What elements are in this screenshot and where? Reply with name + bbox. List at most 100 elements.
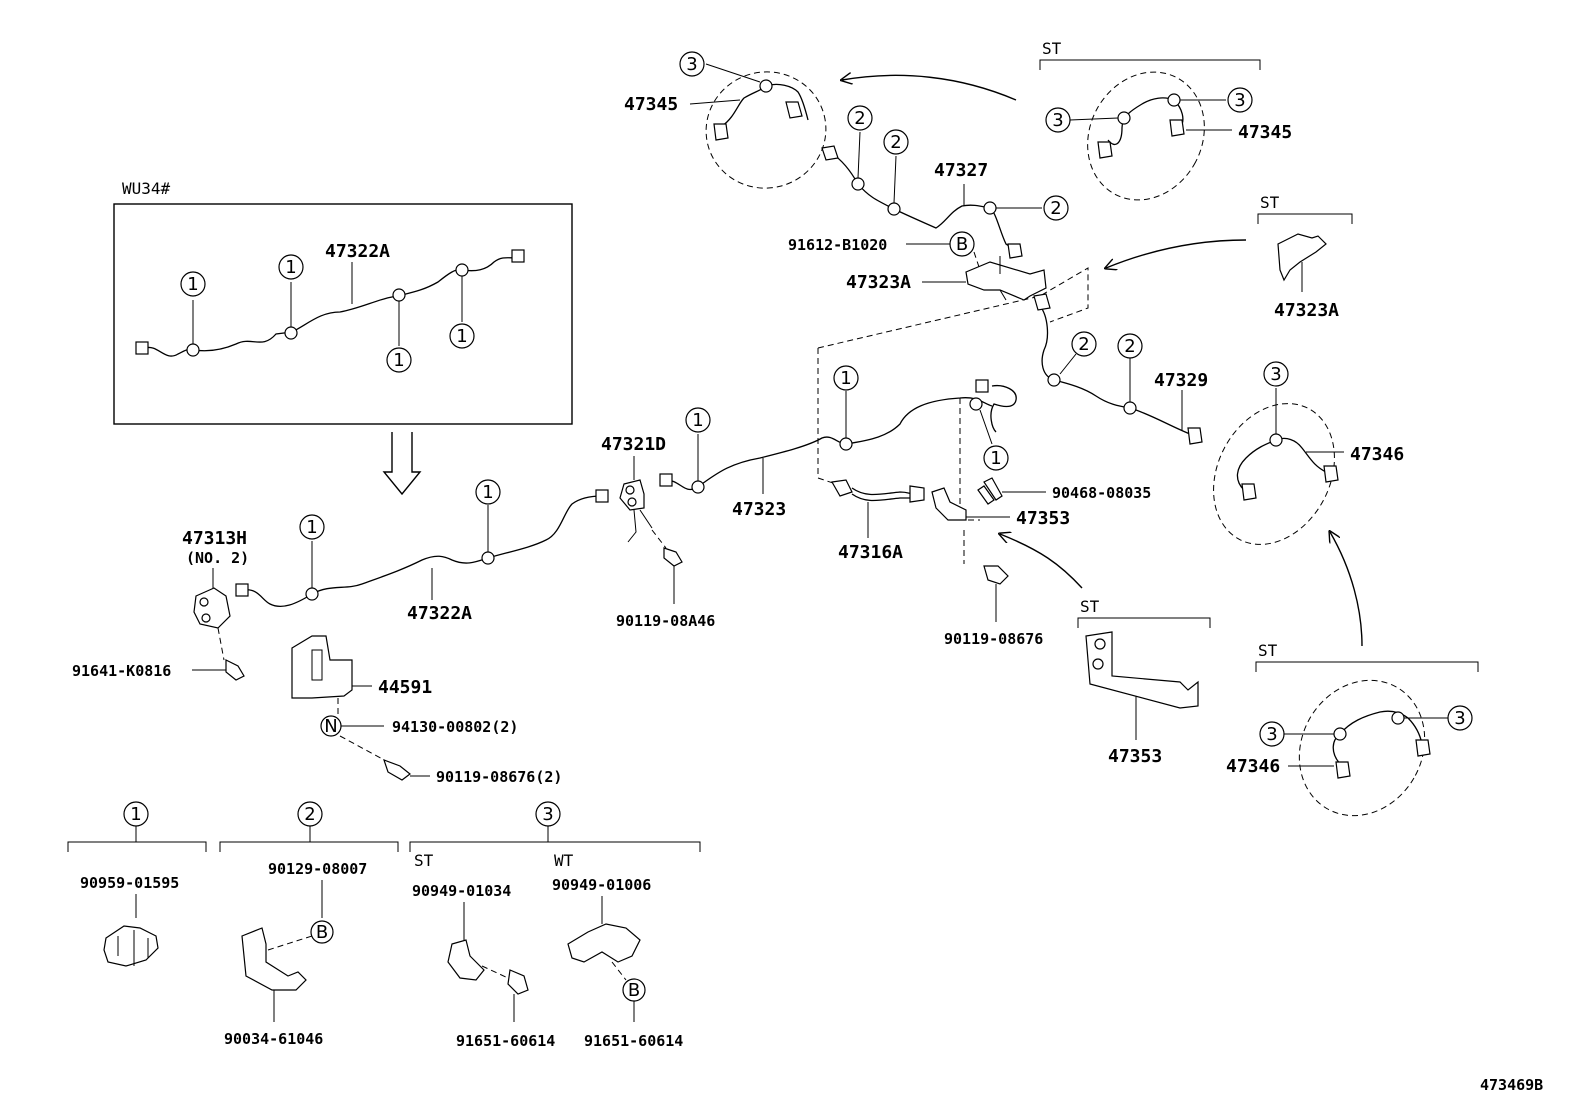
part-number-47353: 47353 [1016, 508, 1070, 529]
variant-st: ST [1260, 193, 1280, 212]
clip-90468: 90468-08035 [977, 477, 1151, 505]
tube-47322a: 1 1 47322A [235, 479, 609, 624]
circle-marker-2: 2 [883, 129, 909, 155]
svg-text:2: 2 [1078, 334, 1089, 355]
st-detail-47353: ST 47353 [1077, 597, 1211, 767]
circle-marker-3: 3 [1045, 107, 1071, 133]
svg-text:1: 1 [990, 448, 1001, 469]
svg-text:1: 1 [306, 517, 317, 538]
svg-text:3: 3 [542, 804, 553, 825]
bolt-91612: 91612-B1020 B [788, 231, 981, 271]
bolt-icon [507, 969, 529, 995]
circle-marker-1: 1 [278, 254, 304, 280]
circle-marker-1: 1 [983, 445, 1009, 471]
svg-text:B: B [316, 922, 328, 943]
tube-end-loop: 1 [969, 379, 1017, 471]
inset-wu34: WU34# 1 1 1 1 47322A [113, 179, 573, 425]
legend-90129-08007: 90129-08007 [268, 860, 367, 878]
tube-47329: 2 2 47329 [1033, 293, 1208, 445]
circle-marker-2: 2 [1071, 331, 1097, 357]
svg-text:3: 3 [1270, 364, 1281, 385]
svg-text:1: 1 [456, 326, 467, 347]
dashed-guide [959, 398, 980, 521]
bracket-47353: 47353 90119-08676 [931, 487, 1070, 648]
inset-clip-point [455, 263, 469, 277]
circle-marker-3: 3 [1263, 361, 1289, 387]
clip-point [1391, 711, 1405, 725]
part-number-47323a: 47323A [846, 272, 911, 293]
clip-st-icon [447, 939, 485, 981]
part-number-47345-left: 47345 [624, 94, 678, 115]
joint-47313h: 47313H (NO. 2) 91641-K0816 [72, 528, 249, 681]
circle-marker-3: 3 [535, 801, 561, 827]
part-number-90119-08a46: 90119-08A46 [616, 612, 715, 630]
tube-fitting [975, 379, 989, 393]
circle-marker-3: 3 [1227, 87, 1253, 113]
inset-clip-point [186, 343, 200, 357]
svg-text:2: 2 [890, 132, 901, 153]
pointer-arrow-icon [1000, 534, 1083, 589]
inset-clip-point [392, 288, 406, 302]
part-number-47323: 47323 [732, 499, 786, 520]
part-number-90119-08676: 90119-08676 [944, 630, 1043, 648]
joint-body [193, 587, 231, 629]
joint-47323a: 47323A [846, 256, 1047, 301]
bracket-44591: 44591 N 94130-00802(2) 90119-08676(2) [291, 635, 562, 786]
bracket-icon [241, 927, 307, 991]
part-number-90119-08676-2: 90119-08676(2) [436, 768, 562, 786]
svg-text:B: B [956, 234, 968, 255]
inset-clip-point [284, 326, 298, 340]
part-number-47322a-inset: 47322A [325, 241, 390, 262]
part-number-47327: 47327 [934, 160, 988, 181]
clip-point [969, 397, 983, 411]
tube-fitting [659, 473, 673, 487]
svg-text:1: 1 [692, 410, 703, 431]
circle-marker-1: 1 [685, 407, 711, 433]
circle-marker-1: 1 [299, 514, 325, 540]
svg-text:1: 1 [187, 274, 198, 295]
part-number-47323a-st: 47323A [1274, 300, 1339, 321]
diagram-code: 473469B [1480, 1076, 1543, 1094]
clip-point [887, 202, 901, 216]
circle-marker-b: B [949, 231, 975, 257]
circle-marker-1: 1 [123, 801, 149, 827]
clip-point [851, 177, 865, 191]
tube-47345-left: 3 47345 [624, 51, 827, 189]
part-number-47321d: 47321D [601, 434, 666, 455]
tube-47327: 2 2 2 47327 [821, 105, 1069, 259]
circle-marker-1: 1 [833, 365, 859, 391]
inset-tube-fitting-right [511, 249, 525, 263]
svg-text:3: 3 [1052, 110, 1063, 131]
svg-text:B: B [628, 980, 640, 1001]
legend-91651-60614-st: 91651-60614 [456, 1032, 555, 1050]
variant-st: ST [1042, 39, 1062, 58]
pointer-arrow-icon [1106, 239, 1247, 268]
part-number-44591: 44591 [378, 677, 432, 698]
variant-st: ST [1080, 597, 1100, 616]
bolt-icon [983, 565, 1009, 585]
part-number-47353-st: 47353 [1108, 746, 1162, 767]
circle-marker-b: B [622, 978, 646, 1002]
legend-90959-01595: 90959-01595 [80, 874, 179, 892]
clip-point [481, 551, 495, 565]
tube-47346-upper: 3 47346 [1213, 361, 1404, 545]
circle-marker-2: 2 [847, 105, 873, 131]
legend-91651-60614-wt: 91651-60614 [584, 1032, 683, 1050]
tube-47346-lower-st: ST 3 3 47346 [1226, 641, 1479, 817]
clip-point [1333, 727, 1347, 741]
pointer-arrow-icon [842, 75, 1017, 101]
part-number-47345-right: 47345 [1238, 122, 1292, 143]
legend-clip-3: 3 ST WT 90949-01034 90949-01006 91651-60… [409, 801, 701, 1050]
circle-marker-3: 3 [1259, 721, 1285, 747]
variant-wt: WT [554, 851, 574, 870]
clip-point [1117, 111, 1131, 125]
tube-fitting-left [235, 583, 249, 597]
clip-point [1047, 373, 1061, 387]
part-number-47329: 47329 [1154, 370, 1208, 391]
tube-47323: 1 1 47323 [659, 365, 993, 520]
svg-text:2: 2 [1050, 198, 1061, 219]
legend-clip-1: 1 90959-01595 [67, 801, 207, 967]
svg-text:3: 3 [1266, 724, 1277, 745]
circle-marker-1: 1 [386, 347, 412, 373]
clip-icon [103, 925, 159, 967]
